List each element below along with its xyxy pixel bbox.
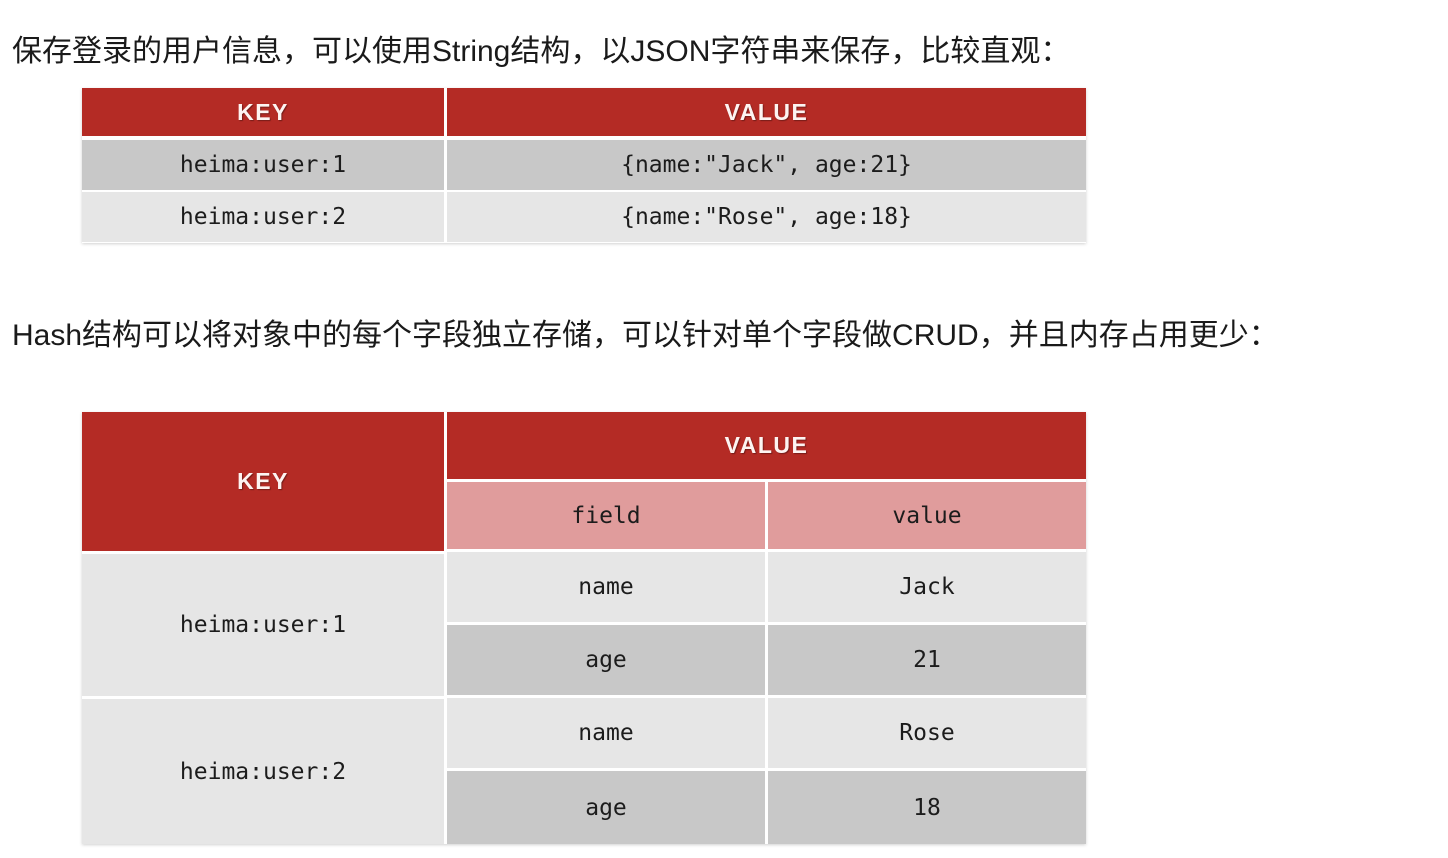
intro-paragraph-hash: Hash结构可以将对象中的每个字段独立存储，可以针对单个字段做CRUD，并且内存… — [12, 319, 1279, 352]
table-header-row: KEY VALUE — [82, 88, 1086, 136]
cell-value: {name:"Jack", age:21} — [447, 140, 1086, 190]
cell-key: heima:user:2 — [82, 699, 444, 844]
cell-key: heima:user:2 — [82, 192, 444, 242]
hash-structure-table: KEY heima:user:1 heima:user:2 VALUE fiel… — [82, 412, 1086, 845]
intro-paragraph-string: 保存登录的用户信息，可以使用String结构，以JSON字符串来保存，比较直观： — [12, 35, 1071, 68]
table-row: heima:user:1 {name:"Jack", age:21} — [82, 140, 1086, 190]
subheader-row: field value — [447, 482, 1086, 550]
subheader-cell-field: field — [447, 482, 765, 550]
cell-key: heima:user:1 — [82, 554, 444, 696]
subheader-cell-value: value — [768, 482, 1086, 550]
value-column: VALUE field value name Jack age 21 name … — [447, 412, 1086, 845]
string-structure-table: KEY VALUE heima:user:1 {name:"Jack", age… — [82, 88, 1086, 243]
cell-field: name — [447, 552, 765, 623]
header-cell-key: KEY — [82, 412, 444, 551]
cell-value: Jack — [768, 552, 1086, 623]
cell-field: name — [447, 698, 765, 769]
header-cell-value: VALUE — [447, 88, 1086, 136]
cell-value: Rose — [768, 698, 1086, 769]
cell-value: {name:"Rose", age:18} — [447, 192, 1086, 242]
header-cell-key: KEY — [82, 88, 444, 136]
table-row: heima:user:2 {name:"Rose", age:18} — [82, 192, 1086, 242]
cell-value: 21 — [768, 625, 1086, 696]
cell-field: age — [447, 771, 765, 845]
table-row: name Rose — [447, 698, 1086, 769]
table-row: age 18 — [447, 771, 1086, 845]
cell-field: age — [447, 625, 765, 696]
key-column: KEY heima:user:1 heima:user:2 — [82, 412, 444, 844]
cell-key: heima:user:1 — [82, 140, 444, 190]
cell-value: 18 — [768, 771, 1086, 845]
table-row: name Jack — [447, 552, 1086, 623]
table-row: age 21 — [447, 625, 1086, 696]
header-cell-value: VALUE — [447, 412, 1086, 480]
